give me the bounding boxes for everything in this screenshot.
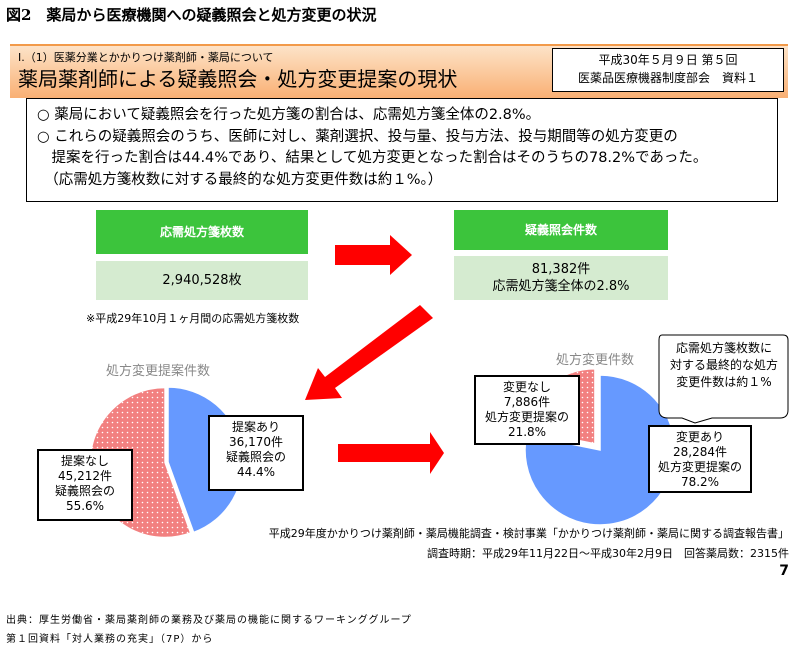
label-text: 疑義照会の: [54, 484, 115, 498]
prescriptions-header: 応需処方箋枚数: [96, 210, 308, 254]
label-text: 変更なし: [502, 380, 551, 394]
inquiries-count: 81,382件: [531, 262, 591, 277]
callout-line: 対する最終的な処方: [669, 358, 778, 372]
prescriptions-value: 2,940,528枚: [96, 261, 308, 300]
summary-line: （応需処方箋枚数に対する最終的な処方変更件数は約１%。）: [37, 171, 443, 188]
figure-title: 図2 薬局から医療機関への疑義照会と処方変更の状況: [6, 6, 377, 24]
label-text: 36,170件: [229, 435, 283, 449]
label-text: 提案あり: [231, 420, 280, 434]
prescriptions-note: ※平成29年10月１ヶ月間の応需処方箋枚数: [86, 312, 300, 325]
inquiries-share: 応需処方箋全体の2.8%: [492, 279, 630, 294]
source-line: 平成29年度かかりつけ薬剤師・薬局機能調査・検討事業「かかりつけ薬剤師・薬局に関…: [268, 527, 789, 540]
slide-title: 薬局薬剤師による疑義照会・処方変更提案の現状: [18, 67, 458, 91]
summary-line: ○ これらの疑義照会のうち、医師に対し、薬剤選択、投与量、投与方法、投与期間等の…: [37, 128, 678, 145]
footer-source: 出典：厚生労働省・薬局薬剤師の業務及び薬局の機能に関するワーキンググループ: [6, 615, 412, 626]
arrow-diagonal-icon: [305, 305, 433, 400]
label-text: 44.4%: [236, 465, 276, 479]
label-text: 45,212件: [58, 469, 112, 483]
survey-period: 調査時期：平成29年11月22日～平成30年2月9日 回答薬局数：2315件: [427, 547, 789, 560]
page-number: 7: [779, 563, 789, 579]
label-text: 55.6%: [65, 499, 105, 513]
callout-line: 応需処方箋枚数に: [675, 341, 772, 355]
pie2-title: 処方変更件数: [556, 353, 635, 368]
label-text: 疑義照会の: [225, 450, 286, 464]
label-text: 処方変更提案の: [484, 410, 569, 424]
summary-box: ○ 薬局において疑義照会を行った処方箋の割合は、応需処方箋全体の2.8%。 ○ …: [26, 98, 778, 202]
summary-line: 提案を行った割合は44.4%であり、結果として処方変更となった割合はそのうちの7…: [37, 150, 708, 166]
summary-line: ○ 薬局において疑義照会を行った処方箋の割合は、応需処方箋全体の2.8%。: [37, 107, 541, 123]
label-text: 提案なし: [60, 454, 109, 468]
footer-source: 第１回資料「対人業務の充実」（7P）から: [6, 634, 214, 645]
arrow-right-icon: [335, 235, 412, 275]
inquiries-header: 疑義照会件数: [454, 210, 668, 250]
label-text: 28,284件: [673, 445, 727, 459]
label-text: 処方変更提案の: [657, 460, 742, 474]
callout-text: 応需処方箋枚数に対する最終的な処方変更件数は約１%: [660, 340, 788, 391]
meeting-line: 医薬品医療機器制度部会 資料１: [577, 71, 758, 85]
pie1-title: 処方変更提案件数: [106, 364, 211, 379]
arrow-right-icon: [338, 432, 444, 474]
callout-line: 変更件数は約１%: [676, 375, 772, 389]
inquiries-value: 81,382件 応需処方箋全体の2.8%: [454, 256, 668, 300]
meeting-line: 平成30年５月９日 第５回: [598, 53, 738, 67]
label-text: 7,886件: [503, 395, 551, 409]
pie-slice-変更あり: [524, 374, 676, 526]
label-text: 変更あり: [675, 430, 724, 444]
callout-bubble: [658, 334, 789, 424]
meeting-info: 平成30年５月９日 第５回 医薬品医療機器制度部会 資料１: [552, 48, 784, 92]
header-subtitle: Ⅰ.（1）医薬分業とかかりつけ薬剤師・薬局について: [18, 51, 274, 64]
label-text: 21.8%: [507, 425, 547, 439]
label-text: 78.2%: [680, 475, 720, 489]
